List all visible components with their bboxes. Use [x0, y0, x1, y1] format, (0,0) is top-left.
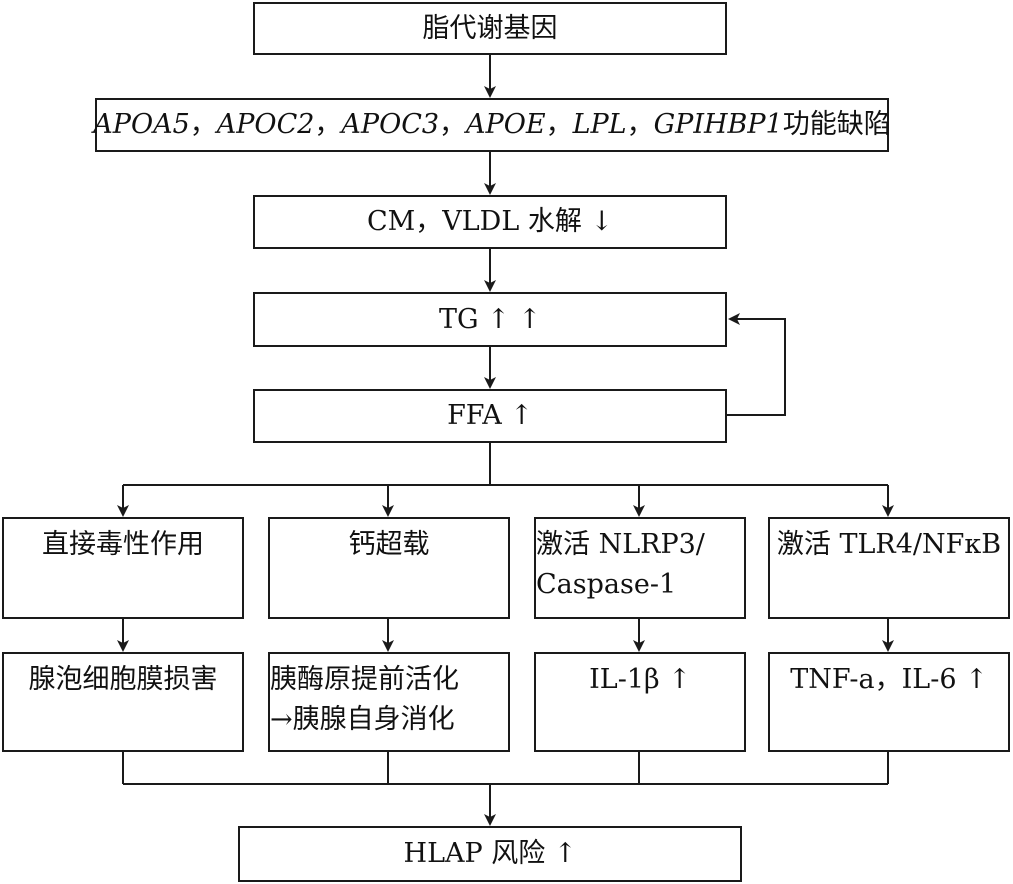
outcome-box-autodigestion: 胰酶原提前活化 →胰腺自身消化	[268, 652, 510, 752]
mechanism-tlr4-label: 激活 TLR4/NFκB	[776, 529, 1002, 560]
gene-separator: ，	[439, 109, 467, 140]
outcome-il1b-label: IL-1β ↑	[589, 664, 691, 695]
gene-box-label: 脂代谢基因	[422, 12, 558, 44]
mechanism-box-calcium: 钙超载	[268, 517, 510, 619]
feedback-arrow-ffa-to-tg	[727, 313, 786, 416]
mechanism-calcium-label: 钙超载	[348, 529, 430, 560]
gene-defect-label: APOA5，APOC2，APOC3，APOE，LPL，GPIHBP1功能缺陷	[93, 105, 890, 145]
outcome-autodigestion-line1: 胰酶原提前活化	[270, 664, 459, 695]
outcome-tnf-label: TNF-a，IL-6 ↑	[790, 664, 988, 695]
outcome-box-membrane: 腺泡细胞膜损害	[2, 652, 244, 752]
gene-gpihbp1: GPIHBP1	[653, 109, 783, 140]
tg-box: TG ↑ ↑	[253, 292, 727, 347]
outcome-box-il1b: IL-1β ↑	[534, 652, 746, 752]
gene-lpl: LPL	[572, 109, 627, 140]
defect-suffix: 功能缺陷	[782, 109, 891, 140]
gene-separator: ，	[626, 109, 654, 140]
gene-separator: ，	[545, 109, 573, 140]
tg-label: TG ↑ ↑	[439, 303, 541, 335]
mechanism-box-toxicity: 直接毒性作用	[2, 517, 244, 619]
ffa-box: FFA ↑	[253, 389, 727, 443]
gene-apoc3: APOC3	[341, 109, 440, 140]
gene-apoe: APOE	[466, 109, 546, 140]
gene-apoc2: APOC2	[216, 109, 315, 140]
hydrolysis-box: CM，VLDL 水解 ↓	[253, 195, 727, 249]
gene-apoa5: APOA5	[93, 109, 190, 140]
gene-separator: ，	[314, 109, 342, 140]
hydrolysis-label: CM，VLDL 水解 ↓	[366, 206, 614, 237]
outcome-box-tnf: TNF-a，IL-6 ↑	[768, 652, 1010, 752]
ffa-label: FFA ↑	[447, 400, 533, 431]
gene-separator: ，	[189, 109, 217, 140]
result-box: HLAP 风险 ↑	[238, 826, 742, 882]
mechanism-nlrp3-line1: 激活 NLRP3/	[536, 529, 705, 560]
result-label: HLAP 风险 ↑	[403, 838, 577, 869]
outcome-membrane-label: 腺泡细胞膜损害	[28, 664, 218, 695]
outcome-autodigestion-line2: →胰腺自身消化	[270, 704, 455, 735]
mechanism-toxicity-label: 直接毒性作用	[42, 529, 204, 560]
mechanism-nlrp3-line2: Caspase-1	[536, 569, 677, 600]
mechanism-box-nlrp3: 激活 NLRP3/ Caspase-1	[534, 517, 746, 619]
mechanism-box-tlr4: 激活 TLR4/NFκB	[768, 517, 1010, 619]
gene-box: 脂代谢基因	[253, 2, 727, 55]
gene-defect-box: APOA5，APOC2，APOC3，APOE，LPL，GPIHBP1功能缺陷	[93, 98, 891, 152]
